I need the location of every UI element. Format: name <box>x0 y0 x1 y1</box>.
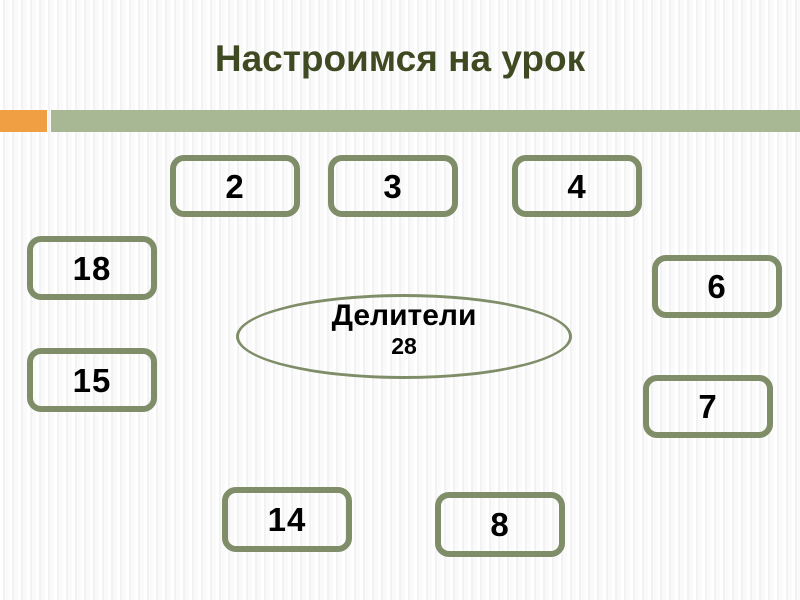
number-box-8[interactable]: 8 <box>435 492 565 557</box>
center-ellipse-shape[interactable] <box>236 294 572 379</box>
number-box-6[interactable]: 6 <box>652 255 782 318</box>
number-box-label: 3 <box>383 167 403 205</box>
number-box-label: 14 <box>267 501 307 538</box>
number-box-label: 4 <box>567 167 587 205</box>
number-box-3[interactable]: 3 <box>328 155 458 217</box>
number-box-2[interactable]: 2 <box>170 155 300 217</box>
number-box-15[interactable]: 15 <box>27 348 157 412</box>
page-title: Настроимся на урок <box>214 38 586 79</box>
number-box-7[interactable]: 7 <box>643 375 773 438</box>
number-box-label: 15 <box>72 361 112 399</box>
number-box-14[interactable]: 14 <box>222 487 352 552</box>
divider-bar-green <box>51 110 800 132</box>
number-box-18[interactable]: 18 <box>27 236 157 300</box>
number-box-label: 2 <box>225 167 245 205</box>
number-box-4[interactable]: 4 <box>512 155 642 217</box>
number-box-label: 6 <box>707 268 727 305</box>
number-box-label: 8 <box>490 506 510 543</box>
number-box-label: 7 <box>698 388 718 425</box>
number-box-label: 18 <box>72 249 112 287</box>
divider-accent-orange <box>0 110 47 132</box>
